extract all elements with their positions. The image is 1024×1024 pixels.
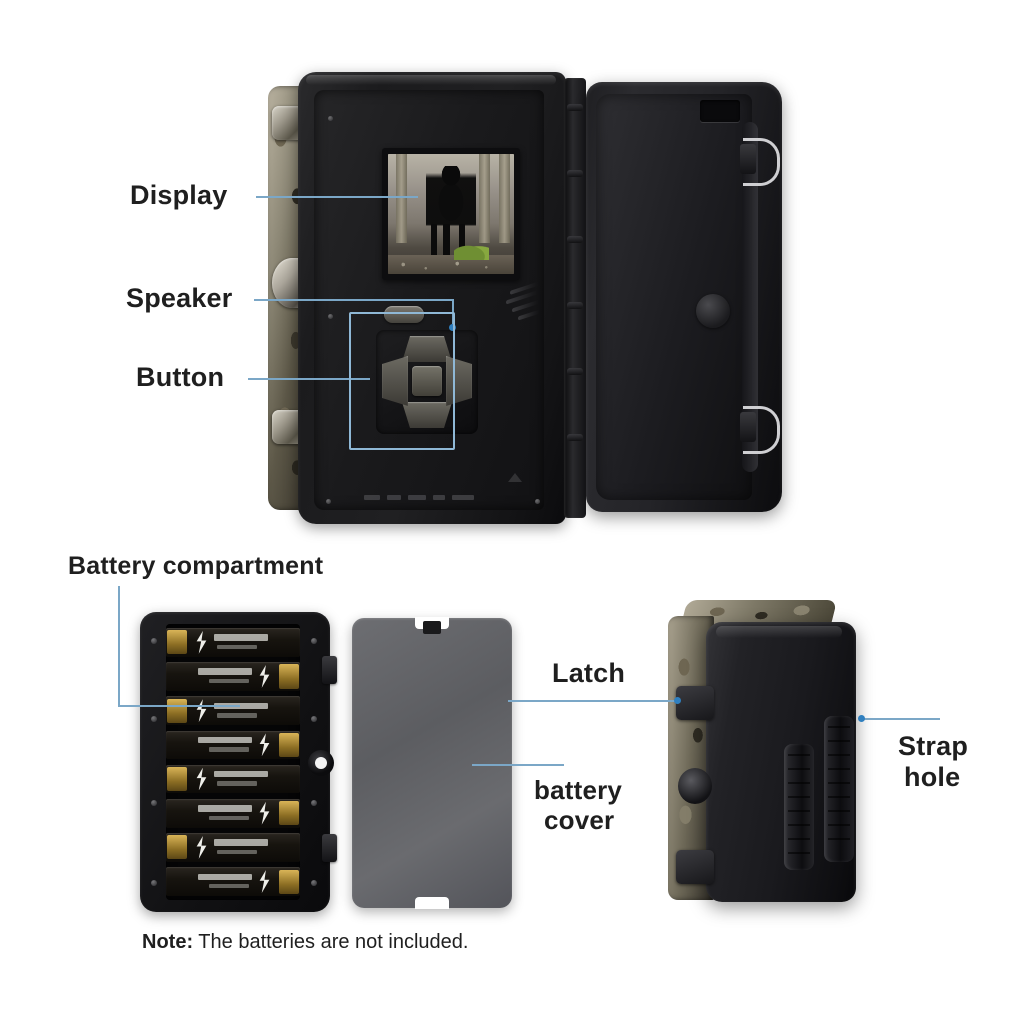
callout-label-button: Button (136, 362, 225, 392)
battery-cell (166, 833, 300, 862)
compartment-screw (311, 716, 317, 722)
compartment-screw (151, 716, 157, 722)
callout-label-battery-cover-line2: cover (544, 805, 615, 835)
compartment-screw (151, 638, 157, 644)
button-panel (372, 306, 482, 438)
closed-camera-knob (678, 768, 712, 804)
note-line: Note: The batteries are not included. (142, 931, 468, 954)
lcd-gravel (388, 254, 514, 274)
callout-label-speaker: Speaker (126, 283, 233, 313)
lid-gasket-seal (742, 122, 758, 472)
compartment-latch-tab-bottom (322, 834, 337, 862)
lcd-display (382, 148, 520, 280)
body-screw (326, 499, 331, 504)
callout-label-strap-hole-line1: Strap (898, 731, 969, 761)
brand-mark-icon (508, 473, 522, 482)
latch-top[interactable] (676, 686, 714, 720)
lcd-deer-leg (458, 223, 465, 258)
shot-menu-button[interactable] (384, 306, 424, 323)
cover-tab (423, 621, 441, 634)
battery-cell (166, 798, 300, 828)
callout-label-display: Display (130, 180, 228, 210)
leader-line-button (248, 378, 370, 380)
dpad-right-button[interactable] (446, 356, 472, 406)
leader-line-battery-cover (472, 764, 564, 766)
body-screw (328, 314, 333, 319)
leader-endpoint-speaker (449, 324, 456, 331)
tripod-hole (308, 750, 334, 776)
lcd-grass (453, 242, 489, 260)
note-prefix: Note: (142, 931, 194, 953)
compartment-screw (311, 638, 317, 644)
lcd-deer-leg (430, 223, 438, 258)
leader-line-strap-hole (862, 718, 940, 720)
compartment-latch-tab-top (322, 656, 337, 684)
lid-notch (699, 100, 740, 122)
camera-lid (586, 82, 782, 512)
dpad-cluster (376, 330, 478, 434)
camera-hinge (564, 78, 586, 518)
lcd-screen-image (388, 154, 514, 274)
latch-bottom[interactable] (676, 850, 714, 884)
battery-cell (166, 662, 300, 691)
battery-cell (166, 730, 300, 760)
lcd-tree-trunk (478, 154, 491, 243)
cover-notch-bottom (415, 897, 449, 909)
closed-camera-front (706, 622, 856, 902)
open-camera-illustration (268, 72, 792, 524)
leader-endpoint-latch (674, 697, 681, 704)
dpad-up-button[interactable] (402, 336, 452, 362)
leader-endpoint-strap-hole (858, 715, 865, 722)
leader-line-speaker (254, 299, 454, 301)
leader-line-latch (508, 700, 680, 702)
lcd-deer-leg (443, 223, 450, 258)
speaker-grille-icon (500, 281, 540, 321)
strap-slot-right (824, 716, 854, 862)
dpad-left-button[interactable] (382, 356, 408, 406)
compartment-screw (151, 800, 157, 806)
closed-camera-illustration (660, 600, 875, 912)
leader-line-battery-compartment (118, 705, 240, 707)
wire-latch-loop-top (743, 138, 780, 186)
lid-inner-face (596, 94, 752, 500)
lid-knob (696, 294, 730, 328)
leader-line-battery-compartment-vertical (118, 586, 120, 706)
battery-cell (166, 628, 300, 657)
callout-label-strap-hole-line2: hole (904, 762, 961, 792)
lcd-tree-trunk (395, 154, 407, 243)
note-text: The batteries are not included. (193, 931, 469, 953)
battery-cell (166, 867, 300, 896)
battery-well (166, 624, 300, 900)
strap-slot-left (784, 744, 814, 870)
battery-cell (166, 696, 300, 725)
camera-body (298, 72, 566, 524)
compartment-screw (151, 880, 157, 886)
battery-cover (352, 617, 512, 909)
compartment-screw (311, 880, 317, 886)
compartment-screw (311, 800, 317, 806)
lcd-tree-trunk (498, 154, 511, 243)
callout-label-battery-cover-line1: battery (534, 775, 623, 805)
dpad-ok-button[interactable] (412, 366, 442, 396)
body-screw (535, 499, 540, 504)
leader-line-display (256, 196, 418, 198)
button-highlight-box (349, 312, 455, 450)
battery-cell (166, 764, 300, 794)
callout-label-battery-compartment: Battery compartment (68, 552, 324, 580)
wire-latch-loop-bottom (743, 406, 780, 454)
body-screw (328, 116, 333, 121)
callout-label-latch: Latch (552, 658, 626, 688)
dpad-down-button[interactable] (402, 402, 452, 428)
battery-compartment (140, 612, 337, 912)
port-strip (364, 493, 514, 502)
